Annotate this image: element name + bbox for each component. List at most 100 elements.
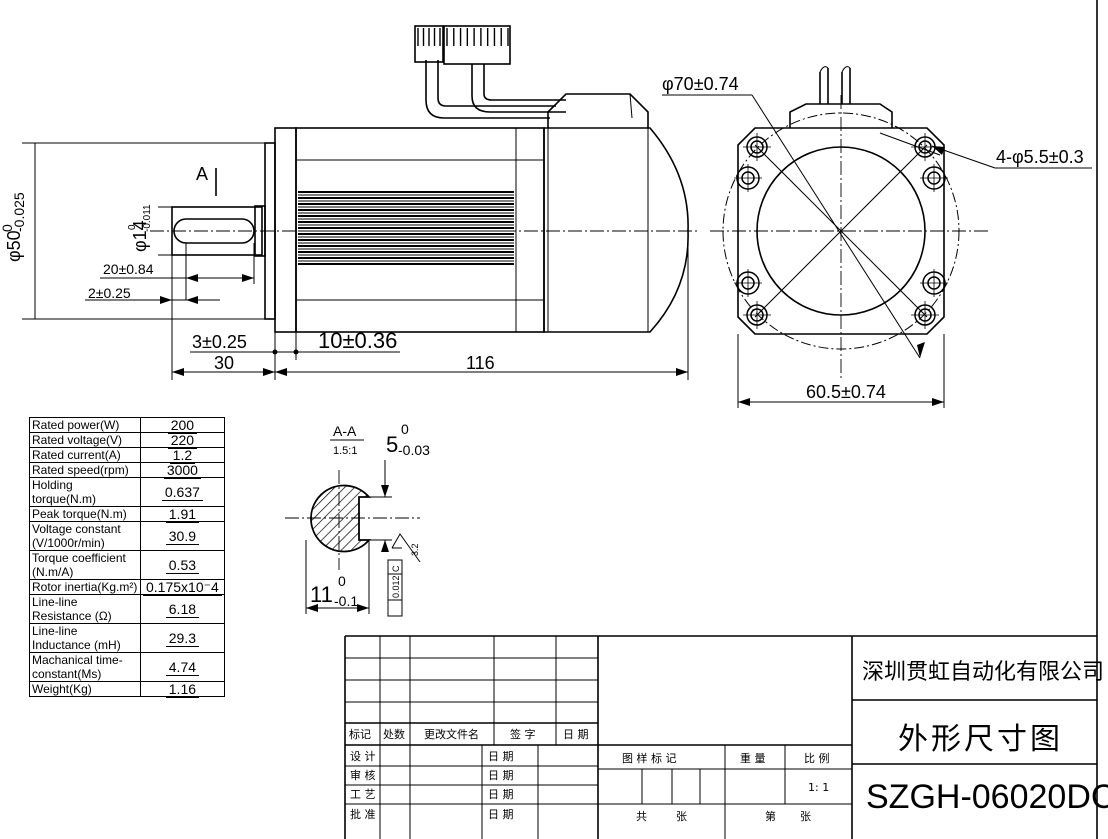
tb-count: 处数	[383, 728, 405, 741]
dim-shaft-dia-upper: 0	[0, 224, 15, 232]
hole-centerline	[734, 269, 762, 297]
spec-row: Weight(Kg)1.16	[29, 681, 225, 698]
spec-value: 1.2	[140, 447, 225, 464]
dim-shaft-length: 30	[214, 353, 234, 373]
spec-label: Rated power(W)	[29, 417, 141, 433]
tb-scale: 比 例	[804, 751, 830, 765]
spec-row: Rated current(A) 1.2	[29, 447, 225, 464]
spec-row: Line-line Inductance (mH) 29.3	[29, 623, 225, 653]
company-name: 深圳贯虹自动化有限公司	[862, 660, 1105, 685]
spec-row: Rated speed(rpm) 3000	[29, 462, 225, 479]
spec-value: 4.74	[140, 652, 225, 682]
spec-value: 6.18	[140, 594, 225, 624]
dim-flat-height: 11	[310, 582, 333, 607]
title-block-grid	[344, 636, 1097, 839]
tb-approve: 批 准	[350, 807, 376, 821]
part-number: SZGH-06020DC	[866, 778, 1108, 816]
front-view	[662, 66, 1092, 408]
tb-date: 日 期	[563, 728, 589, 741]
spec-label: Rated current(A)	[29, 447, 141, 463]
hole-centerline	[743, 133, 771, 161]
spec-value-text: 3000	[163, 462, 201, 479]
spec-value-text: 1.91	[165, 506, 200, 523]
spec-label: Holding torque(N.m)	[29, 477, 141, 507]
spec-value-text: 0.175x10⁻4	[143, 579, 222, 596]
spec-value-text: 1.16	[165, 681, 200, 698]
dim-mount-holes: 4-φ5.5±0.3	[996, 147, 1084, 167]
section-marker-a: A	[196, 164, 208, 184]
dimension-labels: φ50 0 -0.025 φ14 0 -0.011 20±0.84 2±0.25…	[0, 74, 1084, 609]
spec-label: Torque coefficient (N.m/A)	[29, 550, 141, 580]
dim-key-offset: 2±0.25	[88, 285, 131, 301]
tolerance-value: 0.012	[391, 575, 401, 598]
dim-key-width-lower: -0.03	[398, 442, 430, 458]
spec-value: 1.16	[140, 681, 225, 698]
tb-sheet-unit: 张	[676, 810, 687, 823]
dim-key-dia-upper: 0	[127, 224, 138, 230]
spec-value-text: 200	[167, 417, 198, 434]
dim-flat-height-lower: -0.1	[334, 593, 358, 609]
spec-value-text: 29.3	[165, 630, 200, 647]
tb-scale-value: 1: 1	[808, 781, 829, 794]
dim-pcd: φ70±0.74	[662, 74, 739, 94]
spec-value: 0.175x10⁻4	[140, 579, 225, 596]
tb-date-2: 日 期	[488, 769, 514, 782]
spec-value-text: 1.2	[169, 447, 196, 464]
tb-date-4: 日 期	[488, 808, 514, 821]
spec-row: Machanical time-constant(Ms)4.74	[29, 652, 225, 682]
spec-value: 1.91	[140, 506, 225, 523]
tb-total: 共	[636, 810, 647, 823]
roughness-value: 3.2	[410, 543, 420, 556]
side-view	[22, 25, 700, 380]
tb-sheet-no: 第	[765, 809, 776, 823]
spec-value: 29.3	[140, 623, 225, 653]
spec-label: Rated voltage(V)	[29, 432, 141, 448]
tb-sign: 签 字	[510, 727, 536, 741]
section-a-a	[285, 439, 421, 617]
dim-flange-length: 10±0.36	[318, 328, 397, 353]
dim-key-length: 20±0.84	[103, 261, 154, 277]
tolerance-datum: C	[391, 565, 401, 572]
spec-value-text: 0.637	[161, 484, 203, 501]
section-title: A-A	[333, 423, 357, 439]
dim-body-length: 116	[466, 353, 495, 373]
hole-centerline	[734, 164, 762, 192]
dim-shaft-dia-lower: -0.025	[11, 192, 27, 232]
tb-date-3: 日 期	[488, 788, 514, 801]
spec-value: 30.9	[140, 521, 225, 551]
tb-sample-mark: 图 样 标 记	[622, 751, 677, 765]
dim-square: 60.5±0.74	[806, 382, 886, 402]
hole-centerline	[743, 301, 771, 329]
spec-label: Voltage constant (V/1000r/min)	[29, 521, 141, 551]
drawing-title: 外形尺寸图	[898, 722, 1063, 757]
spec-row: Line-line Resistance (Ω) 6.18	[29, 594, 225, 624]
hole-centerline	[920, 164, 948, 192]
tb-weight: 重 量	[740, 751, 766, 765]
spec-label: Rated speed(rpm)	[29, 462, 141, 478]
tb-review: 审 核	[350, 768, 376, 782]
title-block-labels: 标记 处数 更改文件名 签 字 日 期 设 计 审 核 工 艺 批 准 日 期 …	[349, 727, 830, 823]
spec-row: Peak torque(N.m) 1.91	[29, 506, 225, 523]
dim-flange-thickness: 3±0.25	[192, 332, 247, 352]
spec-value-text: 4.74	[165, 659, 200, 676]
tb-mark: 标记	[349, 727, 371, 741]
dim-key-width-upper: 0	[401, 421, 409, 437]
tb-sheet-unit-2: 张	[800, 810, 811, 823]
spec-value: 0.53	[140, 550, 225, 580]
spec-row: Voltage constant (V/1000r/min)30.9	[29, 521, 225, 551]
spec-value-text: 0.53	[165, 557, 200, 574]
spec-label: Peak torque(N.m)	[29, 506, 141, 522]
spec-value-text: 6.18	[165, 601, 200, 618]
spec-value: 0.637	[140, 477, 225, 507]
spec-value-text: 220	[167, 432, 198, 449]
spec-label: Line-line Resistance (Ω)	[29, 594, 141, 624]
tb-design: 设 计	[350, 750, 376, 763]
spec-row: Rotor inertia(Kg.m²)0.175x10⁻4	[29, 579, 225, 596]
dim-key-dia: φ14	[130, 220, 150, 252]
spec-value: 3000	[140, 462, 225, 479]
spec-label: Rotor inertia(Kg.m²)	[29, 579, 141, 595]
hole-centerline	[911, 301, 939, 329]
spec-value: 200	[140, 417, 225, 434]
spec-label: Line-line Inductance (mH)	[29, 623, 141, 653]
